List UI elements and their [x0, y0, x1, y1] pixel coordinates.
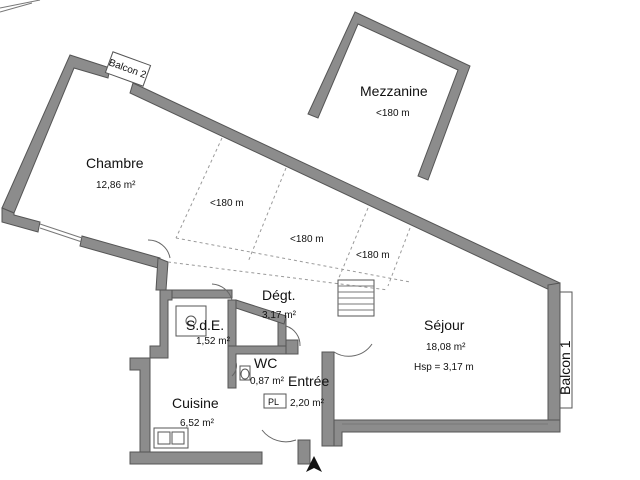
- degt-name: Dégt.: [262, 287, 295, 303]
- placard: PL: [263, 393, 287, 409]
- sejour-area: 18,08 m²: [426, 342, 466, 353]
- mezzanine-note: <180 m: [376, 108, 410, 119]
- low-ceiling-lines: [167, 137, 411, 291]
- wc-area: 0,87 m²: [250, 376, 285, 387]
- wc-name: WC: [254, 355, 277, 371]
- degt-area: 3,17 m²: [262, 310, 297, 321]
- cuisine-area: 6,52 m²: [180, 418, 215, 429]
- toilet-icon: [239, 365, 251, 381]
- cuisine-name: Cuisine: [172, 395, 219, 411]
- shower-icon: [175, 305, 207, 337]
- staircase: [337, 279, 375, 317]
- sde-name: S.d.E.: [186, 317, 224, 333]
- north-arrow-icon: [306, 456, 322, 472]
- mezzanine-name: Mezzanine: [360, 83, 428, 99]
- balcon-1: Balcon 1: [557, 291, 573, 409]
- kitchen-sink-icon: [153, 427, 189, 449]
- low-ceiling-note-2: <180 m: [290, 234, 324, 245]
- doors: [147, 239, 373, 443]
- chambre-name: Chambre: [86, 155, 144, 171]
- balcon-2: Balcon 2: [104, 51, 152, 87]
- window-chambre: [39, 223, 83, 243]
- partial-arrow-icon: [0, 0, 41, 13]
- mezzanine-walls: [307, 11, 471, 181]
- outer-walls: [1, 54, 561, 465]
- placard-label: PL: [268, 397, 279, 407]
- sejour-name: Séjour: [424, 317, 465, 333]
- balcon-1-label: Balcon 1: [557, 340, 573, 395]
- sejour-height: Hsp = 3,17 m: [414, 362, 474, 373]
- sde-area: 1,52 m²: [196, 336, 231, 347]
- entree-area: 2,20 m²: [290, 398, 325, 409]
- entree-name: Entrée: [288, 373, 329, 389]
- chambre-area: 12,86 m²: [96, 180, 136, 191]
- low-ceiling-note-1: <180 m: [210, 198, 244, 209]
- low-ceiling-note-3: <180 m: [356, 250, 390, 261]
